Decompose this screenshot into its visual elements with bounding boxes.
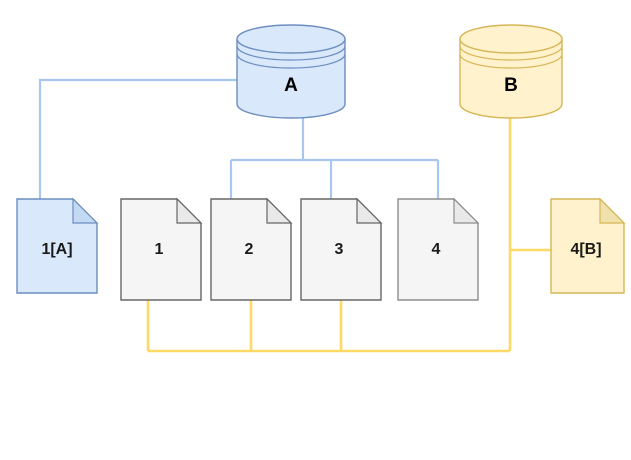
document-label-1: 1 <box>155 241 164 258</box>
document-fold-1a <box>72 197 99 224</box>
document-label-4b: 4[B] <box>570 241 601 258</box>
document-fold-2 <box>266 197 293 224</box>
document-label-1a: 1[A] <box>41 241 72 258</box>
document-body-1 <box>120 198 202 301</box>
cylinder-top-b <box>459 24 563 54</box>
document-node-2[interactable]: 2 <box>210 197 293 301</box>
document-label-3: 3 <box>335 241 344 258</box>
document-fold-4b <box>599 197 626 224</box>
document-body-3 <box>300 198 382 301</box>
document-fold-1 <box>176 197 203 224</box>
document-label-4: 4 <box>432 241 441 258</box>
document-node-4[interactable]: 4 <box>397 197 480 301</box>
document-fold-4 <box>453 197 480 224</box>
document-label-2: 2 <box>245 241 254 258</box>
database-node-b[interactable]: B <box>459 24 563 119</box>
edge-a-to-1a[interactable] <box>38 78 237 199</box>
document-node-4b[interactable]: 4[B] <box>550 197 626 294</box>
cylinder-top-a <box>236 24 346 54</box>
document-body-2 <box>210 198 292 301</box>
edge-group-blue <box>38 78 440 199</box>
cylinder-ring2-b <box>459 53 563 69</box>
cylinder-ring1-a <box>236 45 346 61</box>
document-body-4 <box>397 198 479 301</box>
edge-group-yellow <box>146 118 551 353</box>
document-node-1[interactable]: 1 <box>120 197 203 301</box>
database-label-b: B <box>504 75 518 96</box>
cylinder-ring1-b <box>459 45 563 61</box>
database-node-a[interactable]: A <box>236 24 346 119</box>
document-node-1a[interactable]: 1[A] <box>16 197 99 294</box>
document-node-3[interactable]: 3 <box>300 197 383 301</box>
cylinder-ring2-a <box>236 53 346 69</box>
database-label-a: A <box>284 75 298 96</box>
document-fold-3 <box>356 197 383 224</box>
